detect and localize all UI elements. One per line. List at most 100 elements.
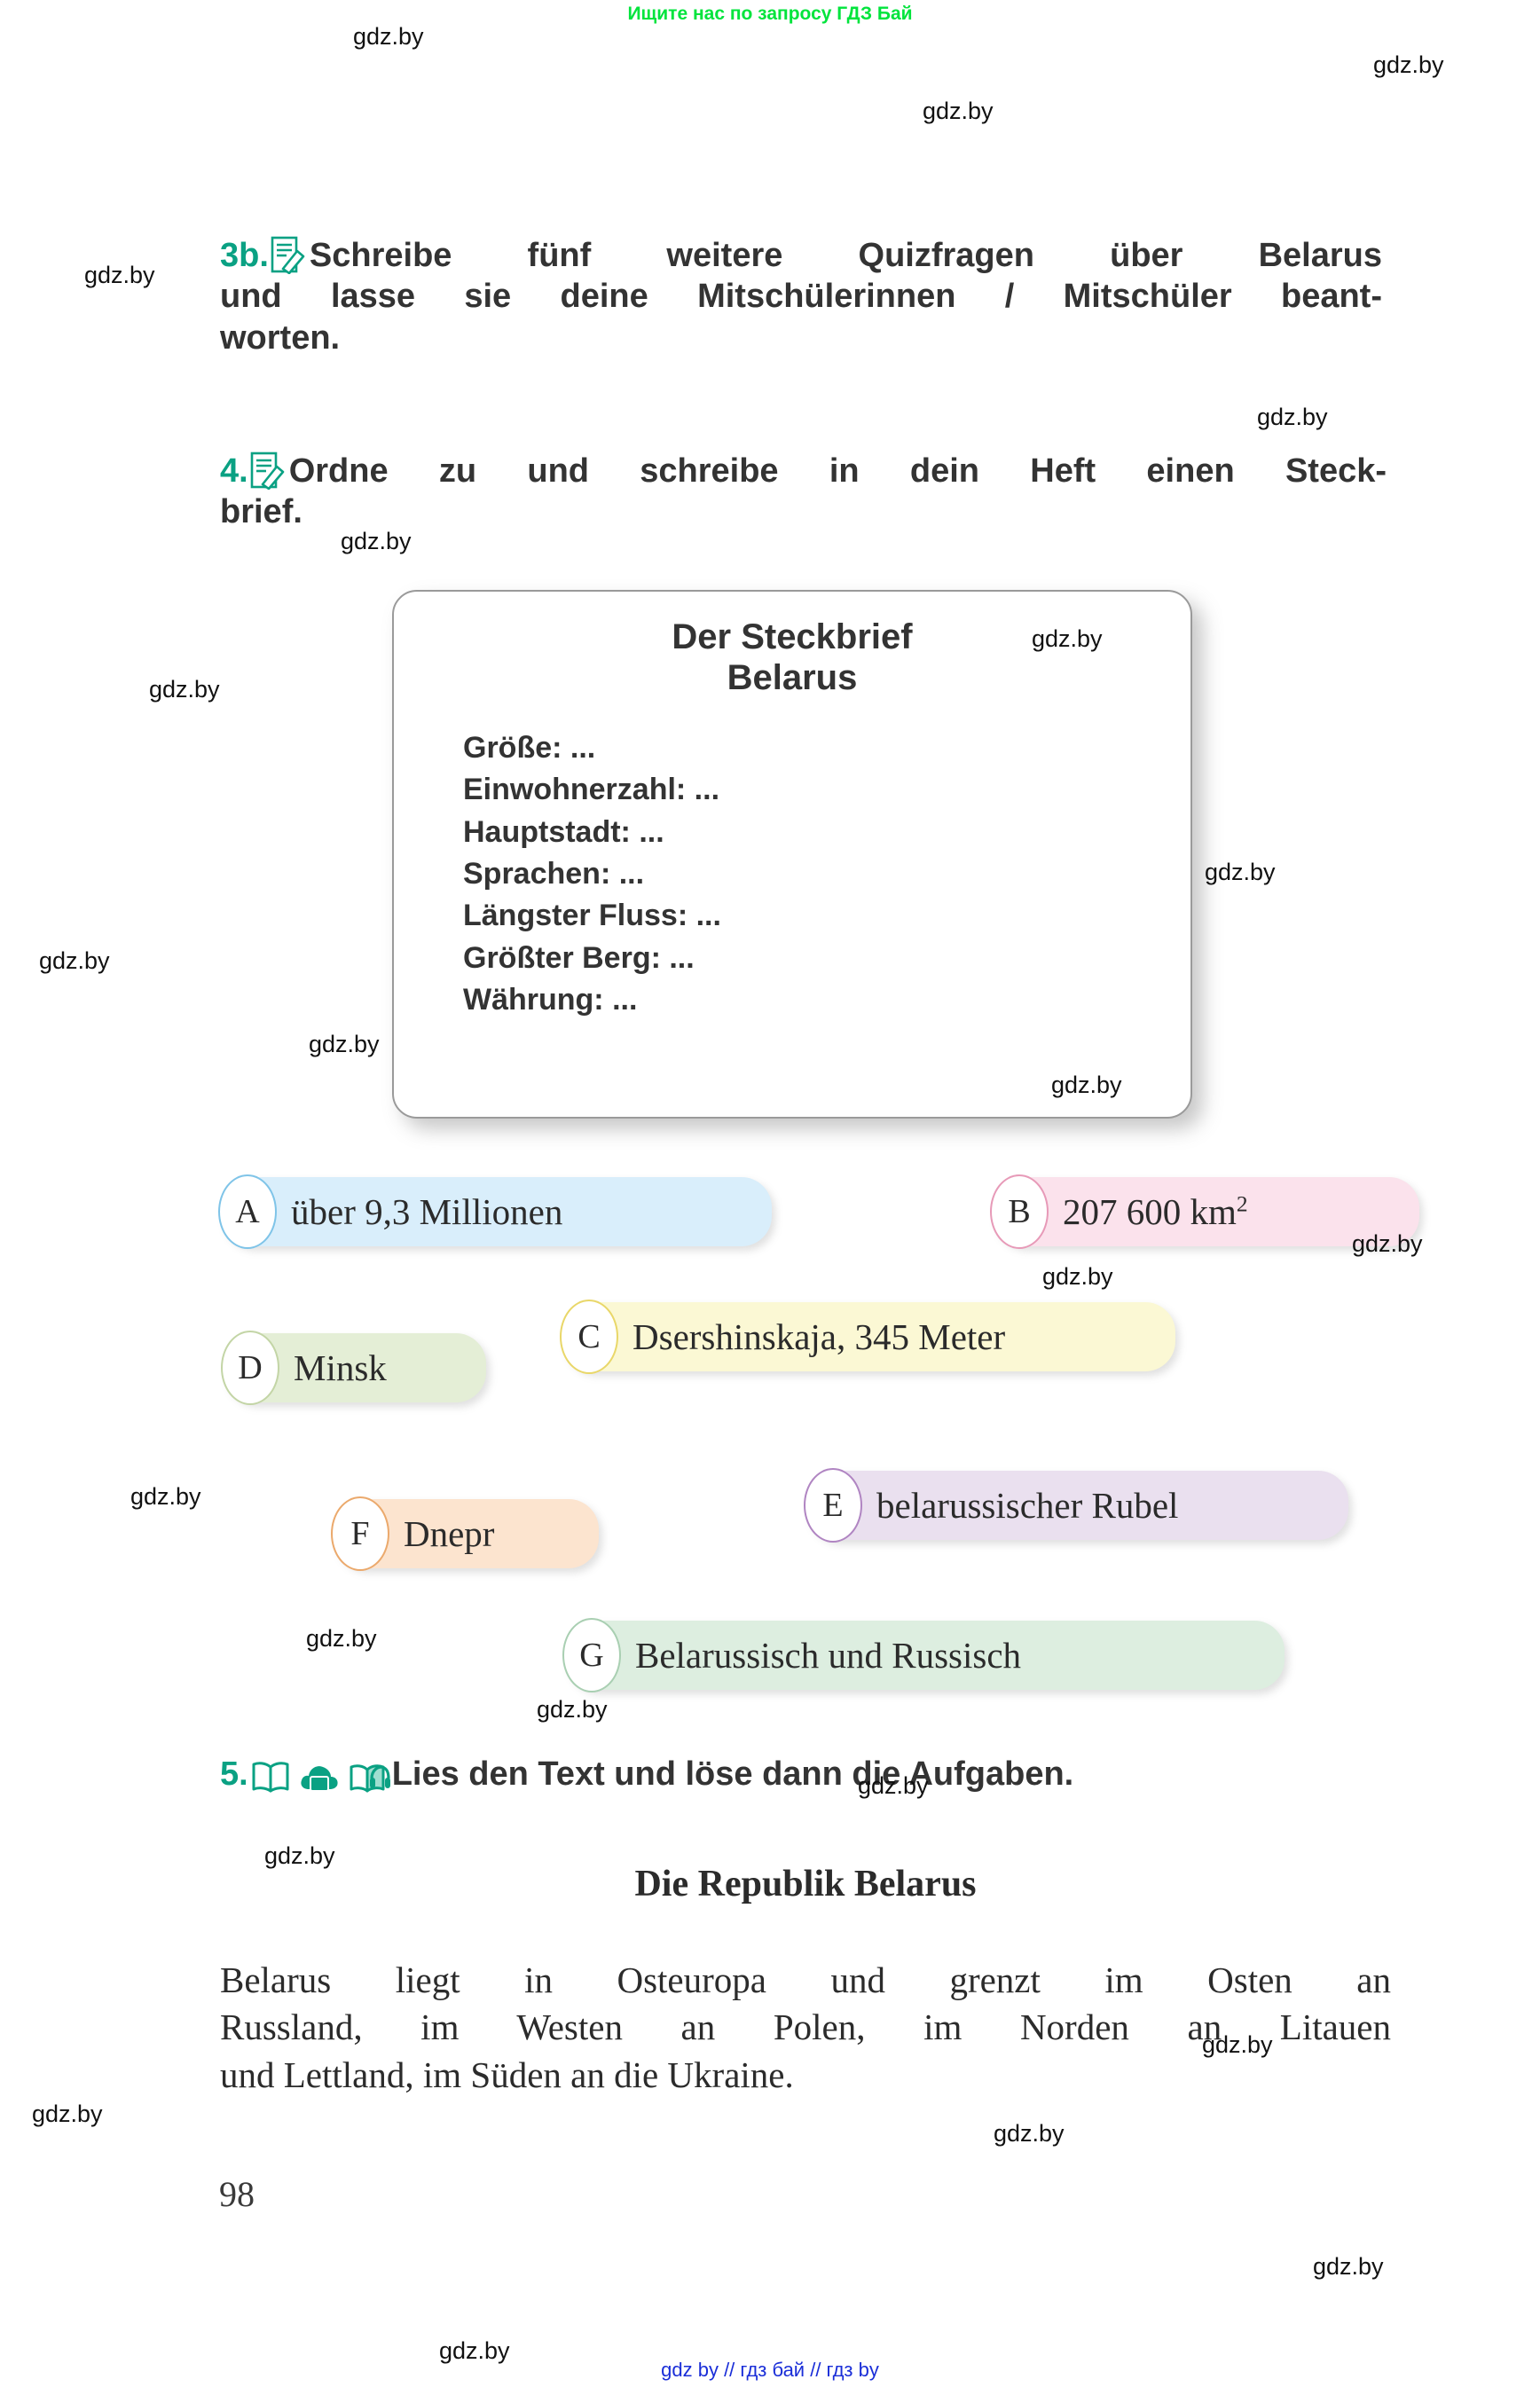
answer-bubble-a-tag: A: [218, 1174, 277, 1249]
answer-bubble-b-exponent: 2: [1236, 1191, 1248, 1217]
answer-bubble-b-pill: [994, 1177, 1419, 1246]
answer-bubble-f-text: Dnepr: [404, 1513, 495, 1554]
footer-links[interactable]: gdz by // гдз бай // гдз by: [661, 2359, 879, 2381]
watermark: gdz.by: [1257, 404, 1328, 430]
steckbrief-field-list: Größe: ... Einwohnerzahl: ... Hauptstadt…: [463, 727, 1190, 1022]
answer-bubble-c-tag: C: [560, 1300, 618, 1374]
answer-bubble-c-text: Dsershinskaja, 345 Meter: [632, 1316, 1006, 1357]
watermark: gdz.by: [309, 1031, 380, 1057]
write-note-icon: [271, 235, 306, 275]
watermark: gdz.by: [1032, 625, 1103, 652]
steckbrief-title-line-2: Belarus: [727, 658, 858, 698]
exercise-3b-text-1: Schreibe fünf weitere Quizfragen über Be…: [309, 237, 1382, 274]
watermark: gdz.by: [537, 1696, 608, 1723]
answer-bubble-b[interactable]: B 207 600 km2: [990, 1174, 1419, 1249]
answer-bubble-d[interactable]: D Minsk: [221, 1331, 486, 1405]
watermark: gdz.by: [32, 2101, 103, 2127]
watermark: gdz.by: [353, 23, 424, 50]
cloud-folder-icon: [298, 1759, 341, 1806]
watermark: gdz.by: [39, 947, 110, 974]
steckbrief-card: Der Steckbrief Belarus Größe: ... Einwoh…: [392, 590, 1192, 1119]
reading-body: Belarus liegt in Osteuropa und grenzt im…: [220, 1957, 1391, 2099]
watermark: gdz.by: [130, 1483, 201, 1510]
answer-bubble-f-letter: F: [350, 1515, 370, 1552]
exercise-3b-line-1: 3b. Schreibe fünf weitere Quizfragen über…: [220, 235, 1382, 276]
exercise-5-text-1: Lies den Text und löse dann die Aufgaben…: [391, 1755, 1074, 1793]
steckbrief-field: Einwohnerzahl: ...: [463, 773, 720, 807]
answer-bubble-b-tag: B: [990, 1174, 1049, 1249]
answer-bubble-g-letter: G: [579, 1637, 604, 1674]
watermark: gdz.by: [1352, 1230, 1423, 1257]
answer-bubble-g-text: Belarussisch und Russisch: [635, 1635, 1022, 1676]
answer-bubble-c-pill: [563, 1302, 1175, 1371]
steckbrief-field: Längster Fluss: ...: [463, 899, 721, 933]
steckbrief-title-line-1: Der Steckbrief: [672, 617, 913, 656]
reading-line-2: Russland, im Westen an Polen, im Norden …: [220, 2006, 1391, 2048]
answer-bubble-g[interactable]: G Belarussisch und Russisch: [562, 1618, 1285, 1692]
watermark: gdz.by: [994, 2120, 1065, 2147]
reading-title: Die Republik Belarus: [634, 1864, 977, 1904]
answer-bubble-b-letter: B: [1008, 1193, 1031, 1230]
steckbrief-title: Der Steckbrief Belarus: [394, 616, 1190, 699]
answer-bubble-g-tag: G: [562, 1618, 621, 1692]
watermark: gdz.by: [1313, 2253, 1384, 2280]
answer-bubble-e-letter: E: [822, 1487, 844, 1524]
answer-bubble-d-text: Minsk: [294, 1347, 387, 1388]
steckbrief-field: Währung: ...: [463, 983, 638, 1017]
answer-bubble-c[interactable]: C Dsershinskaja, 345 Meter: [560, 1300, 1175, 1374]
answer-bubble-a-letter: A: [235, 1193, 260, 1230]
answer-bubble-b-value: 207 600 km: [1063, 1191, 1237, 1232]
answer-bubble-d-tag: D: [221, 1331, 279, 1405]
reading-line-1: Belarus liegt in Osteuropa und grenzt im…: [220, 1959, 1391, 2000]
page-number: 98: [219, 2174, 255, 2214]
exercise-5-line-1: 5. Lies den Text und löse dann die Aufgab…: [220, 1754, 1400, 1807]
watermark: gdz.by: [264, 1842, 335, 1869]
answer-bubble-g-pill: [566, 1621, 1285, 1690]
watermark: gdz.by: [1205, 859, 1276, 885]
watermark: gdz.by: [1202, 2031, 1273, 2058]
answer-bubble-f[interactable]: F Dnepr: [331, 1496, 599, 1571]
watermark: gdz.by: [306, 1625, 377, 1652]
exercise-4-text-1: Ordne zu und schreibe in dein Heft einen…: [288, 452, 1387, 490]
watermark: gdz.by: [923, 98, 994, 124]
exercise-4: 4. Ordne zu und schreibe in dein Heft ein…: [220, 451, 1387, 533]
watermark: gdz.by: [1373, 51, 1444, 78]
answer-bubble-e-text: belarussischer Rubel: [876, 1485, 1179, 1526]
watermark: gdz.by: [1042, 1263, 1113, 1290]
answer-bubble-a-text: über 9,3 Millionen: [291, 1191, 563, 1232]
promo-banner: Ищите нас по запросу ГДЗ Бай: [627, 4, 913, 24]
watermark: gdz.by: [149, 676, 220, 703]
exercise-3b: 3b. Schreibe fünf weitere Quizfragen über…: [220, 235, 1382, 358]
audiobook-headphones-icon: [348, 1759, 390, 1806]
answer-bubble-a-pill: [222, 1177, 772, 1246]
watermark: gdz.by: [439, 2337, 510, 2364]
watermark: gdz.by: [84, 262, 155, 288]
reading-line-3: und Lettland, im Süden an die Ukraine.: [220, 2054, 794, 2095]
exercise-5-number: 5.: [220, 1755, 248, 1793]
answer-bubble-b-text: 207 600 km2: [1049, 1190, 1248, 1233]
exercise-4-line-2: brief.: [220, 493, 302, 531]
steckbrief-field: Hauptstadt: ...: [463, 814, 664, 849]
exercise-5: 5. Lies den Text und löse dann die Aufgab…: [220, 1754, 1400, 1807]
answer-bubble-d-letter: D: [238, 1349, 263, 1386]
steckbrief-field: Sprachen: ...: [463, 857, 645, 891]
answer-bubble-e[interactable]: E belarussischer Rubel: [804, 1468, 1348, 1543]
steckbrief-field: Größter Berg: ...: [463, 940, 695, 975]
answer-bubble-e-tag: E: [804, 1468, 862, 1543]
answer-bubble-a[interactable]: A über 9,3 Millionen: [218, 1174, 772, 1249]
steckbrief-field: Größe: ...: [463, 730, 596, 765]
watermark: gdz.by: [1051, 1072, 1122, 1098]
exercise-4-number: 4.: [220, 452, 248, 490]
exercise-3b-number: 3b.: [220, 237, 269, 274]
answer-bubble-c-letter: C: [578, 1318, 601, 1355]
exercise-5-icon-group: [250, 1759, 390, 1806]
watermark: gdz.by: [341, 528, 412, 554]
answer-bubble-f-tag: F: [331, 1496, 389, 1571]
answer-bubble-e-pill: [807, 1471, 1348, 1540]
write-note-icon: [250, 451, 286, 491]
exercise-4-line-1: 4. Ordne zu und schreibe in dein Heft ein…: [220, 451, 1387, 491]
watermark: gdz.by: [858, 1772, 929, 1799]
exercise-3b-line-3: worten.: [220, 318, 341, 357]
exercise-3b-line-2: und lasse sie deine Mitschülerinnen / Mi…: [220, 278, 1382, 316]
